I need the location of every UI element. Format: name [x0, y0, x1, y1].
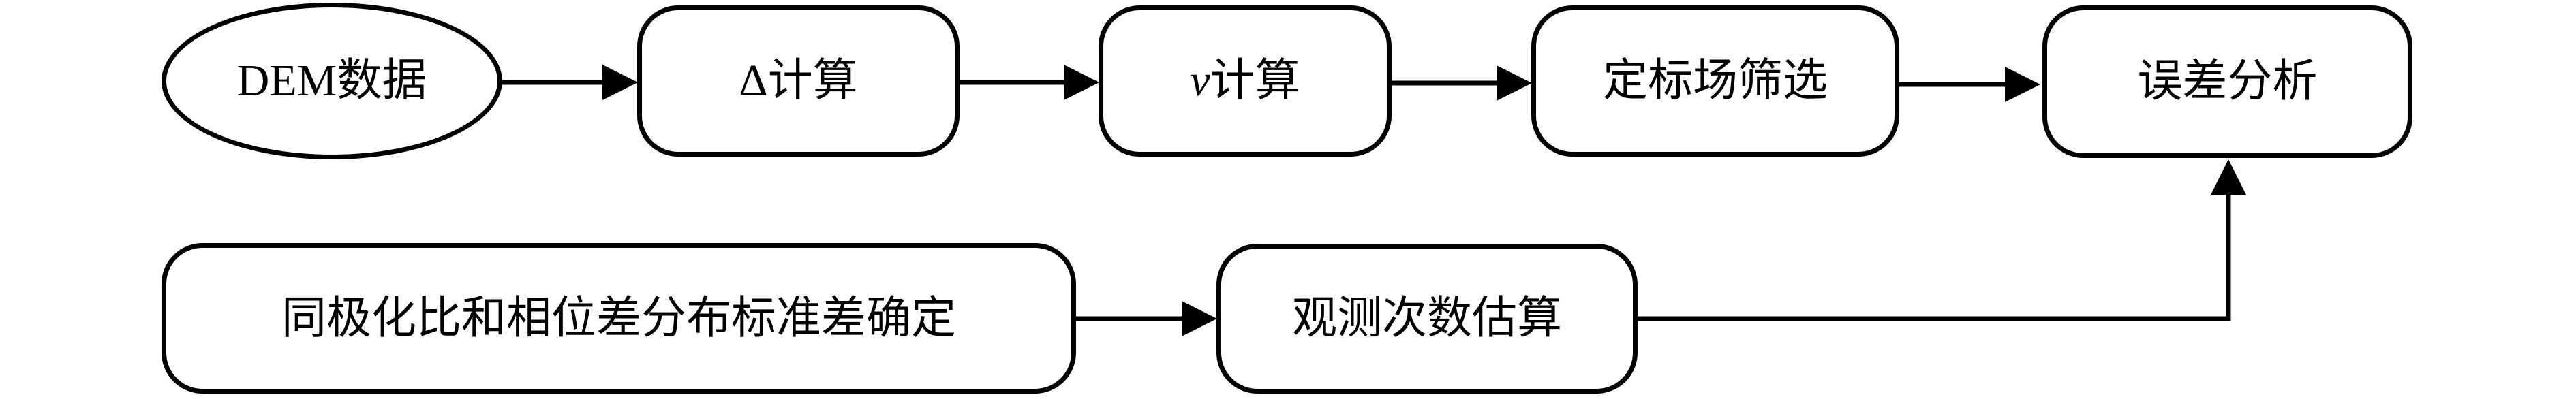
node-label: 误差分析	[2137, 57, 2318, 106]
arrow-observation-count-to-error-analysis	[1638, 159, 2246, 321]
arrow-dem-to-delta	[502, 65, 638, 100]
node-calibration-site-screening: 定标场筛选	[1531, 5, 1899, 157]
node-label: DEM数据	[236, 56, 427, 106]
node-label: Δ计算	[739, 56, 858, 106]
arrow-v-to-calibration-site	[1392, 65, 1532, 101]
node-label: 计算	[1210, 56, 1300, 106]
node-observation-count-estimation: 观测次数估算	[1216, 244, 1638, 394]
node-label: 定标场筛选	[1603, 56, 1828, 106]
arrow-copol-std-to-observation-count	[1076, 301, 1217, 336]
node-label: 同极化比和相位差分布标准差确定	[281, 293, 956, 343]
arrow-delta-to-v	[960, 65, 1099, 100]
node-dem-data: DEM数据	[162, 3, 502, 159]
node-label-prefix: v	[1190, 56, 1210, 106]
arrow-calibration-site-to-error-analysis	[1899, 67, 2040, 102]
node-delta-calculation: Δ计算	[637, 5, 960, 157]
node-copol-ratio-phase-diff-std-determination: 同极化比和相位差分布标准差确定	[162, 243, 1076, 394]
node-error-analysis: 误差分析	[2042, 5, 2412, 158]
node-label: 观测次数估算	[1292, 293, 1562, 343]
